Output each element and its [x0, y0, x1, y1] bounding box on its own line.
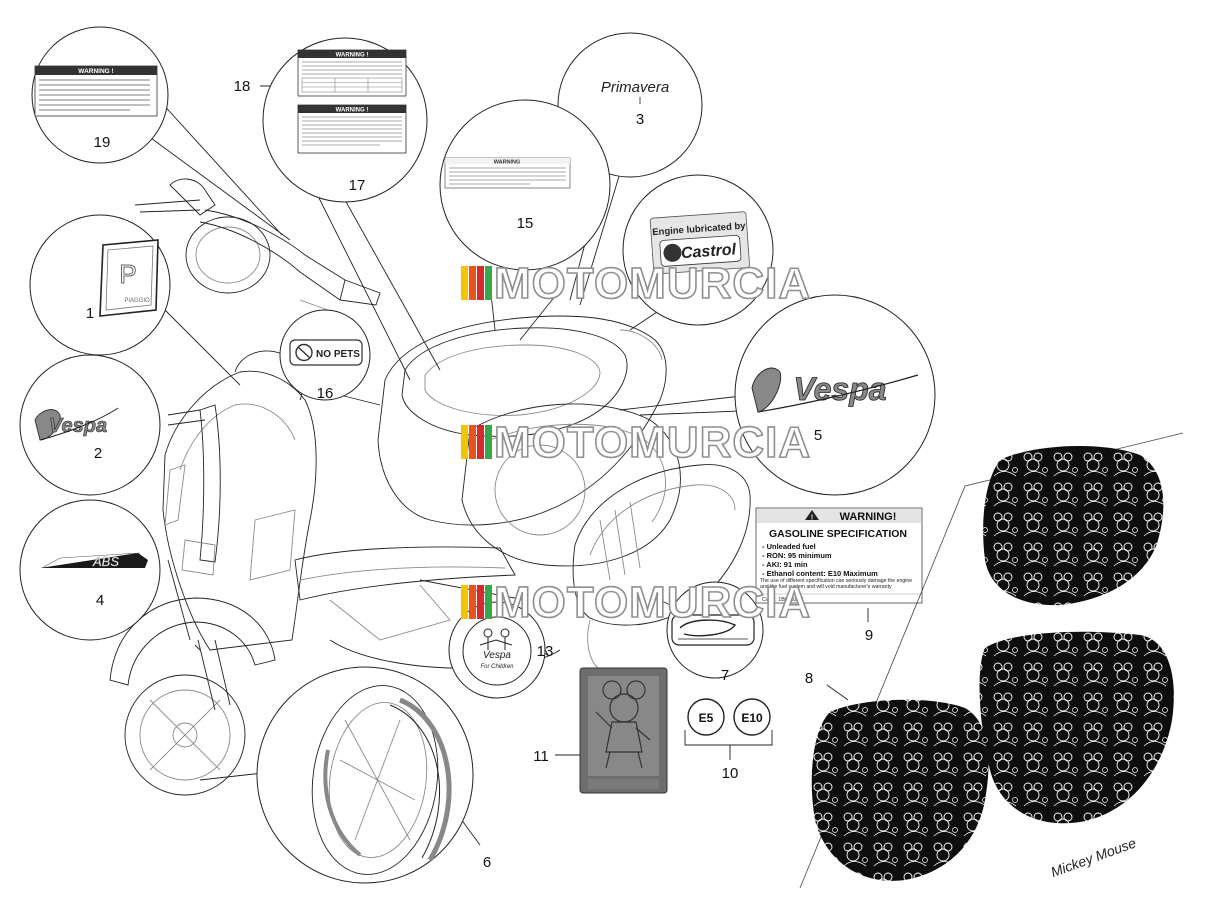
warning-decal-15: WARNING	[444, 157, 571, 189]
abs-decal: ABS	[40, 552, 148, 569]
callout-1: 1	[86, 305, 94, 322]
watermark-top: MOTOMURCIA	[461, 258, 811, 309]
callout-9: 9	[865, 627, 873, 644]
vespa-children-decal: Vespa For Children	[462, 616, 532, 686]
wheel-rim-drawing	[311, 685, 452, 875]
e5-badge	[687, 698, 725, 736]
gas-header: WARNING!	[840, 511, 897, 523]
callout-10: 10	[722, 765, 739, 782]
callout-4: 4	[96, 592, 104, 609]
gas-note: The use of different specification can s…	[760, 578, 913, 590]
vespa-small-text: Vespa	[49, 415, 107, 437]
fuel-badges-decal: E5 E10	[687, 698, 771, 736]
mickey-signature: Mickey Mouse	[1049, 834, 1139, 880]
callout-17: 18	[234, 78, 251, 95]
warning-17-title: WARNING !	[336, 53, 369, 59]
watermark-group: MOTOMURCIA MOTOMURCIA MOTOMURCIA	[461, 258, 811, 628]
no-pets-decal: NO PETS	[289, 339, 363, 366]
warning-15-title: WARNING	[494, 160, 521, 166]
e10-text: E10	[741, 711, 763, 725]
callout-16: 17	[349, 177, 366, 194]
badge-decal-7	[671, 614, 755, 646]
handlebar-drawing	[134, 178, 381, 333]
gas-line-4: - Ethanol content: E10 Maximum	[762, 569, 878, 578]
e5-text: E5	[699, 711, 714, 725]
callout-5: 5	[814, 427, 822, 444]
callout-3: 3	[636, 111, 644, 128]
gas-line-2: - RON: 95 minimum	[762, 551, 832, 560]
vespa-logo-decal-large: Vespa	[751, 367, 919, 413]
abs-text: ABS	[92, 554, 119, 569]
scooter-drawing	[109, 315, 751, 796]
vespa-children-sub: For Children	[480, 664, 514, 670]
mickey-pattern-panels: Mickey Mouse	[799, 432, 1184, 889]
warning-decal-18: WARNING !	[34, 65, 158, 117]
gasoline-spec-decal: ! WARNING! GASOLINE SPECIFICATION - Unle…	[755, 507, 923, 604]
no-pets-text: NO PETS	[316, 349, 360, 360]
watermark-text-2: MOTOMURCIA	[494, 418, 811, 467]
bubble-4	[19, 499, 161, 641]
e10-badge	[733, 698, 771, 736]
piaggio-brand: PIAGGIO	[124, 298, 150, 304]
svg-text:!: !	[811, 515, 813, 522]
warning-16-title: WARNING !	[336, 108, 369, 114]
mickey-plate-decal	[579, 667, 668, 794]
gas-line-3: - AKI: 91 min	[762, 560, 808, 569]
callout-numbers: 19 18 17 3 15 1 2 4 16 5 6 13 7 8 9 10 1…	[86, 78, 873, 871]
callout-19: 16	[317, 385, 334, 402]
primavera-logo-decal: Primavera	[601, 79, 669, 104]
primavera-logo-text: Primavera	[601, 79, 669, 96]
mickey-panel-bottom	[811, 699, 989, 881]
callout-18: 19	[94, 134, 111, 151]
callout-11: 11	[533, 748, 549, 765]
piaggio-plate-decal: P PIAGGIO	[99, 239, 159, 317]
callout-8: 8	[805, 670, 813, 687]
callout-7: 7	[721, 667, 729, 684]
warning-18-title: WARNING !	[78, 68, 113, 75]
gas-note-wrap: The use of different specification can s…	[760, 578, 913, 590]
gas-title: GASOLINE SPECIFICATION	[769, 528, 907, 540]
vespa-large-text: Vespa	[793, 371, 886, 407]
gas-line-1: - Unleaded fuel	[762, 542, 816, 551]
piaggio-letter: P	[119, 259, 136, 289]
warning-decal-16: WARNING !	[297, 104, 407, 154]
watermark-text-3: MOTOMURCIA	[494, 578, 811, 627]
gas-code: Code: 1B009257	[762, 597, 803, 603]
bubble-2	[19, 354, 161, 496]
bubble-6	[256, 666, 474, 884]
castrol-decal: Engine lubricated by Castrol	[649, 211, 750, 275]
callout-13: 13	[537, 643, 554, 660]
watermark-bottom: MOTOMURCIA	[461, 577, 811, 628]
mickey-panel-top	[983, 445, 1164, 606]
watermark-middle: MOTOMURCIA	[461, 417, 811, 468]
castrol-brand: Castrol	[680, 241, 737, 262]
callout-15: 15	[517, 215, 534, 232]
watermark-text-1: MOTOMURCIA	[494, 259, 811, 308]
warning-decal-17: WARNING !	[297, 49, 407, 97]
callout-6: 6	[483, 854, 491, 871]
callout-2: 2	[94, 445, 102, 462]
vespa-logo-decal-small: Vespa	[34, 407, 119, 441]
bubble-5	[734, 294, 936, 496]
mickey-panel-middle	[979, 631, 1174, 824]
vespa-children-brand: Vespa	[483, 650, 511, 661]
